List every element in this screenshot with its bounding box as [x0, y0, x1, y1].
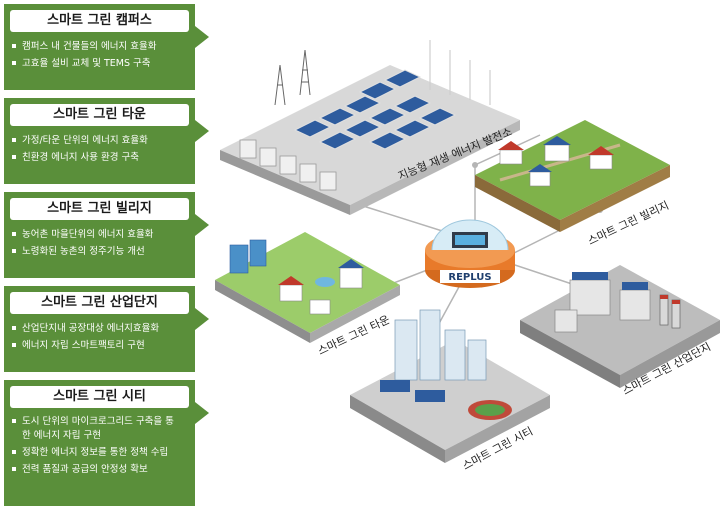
panel-title: 스마트 그린 산업단지	[10, 292, 189, 314]
list-item: 친환경 에너지 사용 환경 구축	[12, 149, 191, 166]
panel-campus: 스마트 그린 캠퍼스 캠퍼스 내 건물들의 에너지 효율화 고효율 설비 교체 …	[4, 4, 209, 90]
list-item: 정확한 에너지 정보를 통한 정책 수립	[12, 444, 191, 461]
list-item: 노령화된 농촌의 정주기능 개선	[12, 243, 191, 260]
city-platform	[350, 309, 550, 463]
power-plant-platform	[220, 40, 520, 215]
industrial-platform	[520, 265, 720, 388]
replus-hub: REPLUS	[425, 219, 515, 288]
energy-network-illustration: 지능형 재생 에너지 발전소 스마트 그린 빌리지 스마트 그린 타운	[215, 40, 720, 473]
list-item: 에너지 자립 스마트팩토리 구현	[12, 337, 191, 354]
panel-title: 스마트 그린 시티	[10, 386, 189, 408]
hub-label: REPLUS	[448, 272, 491, 283]
panel-town: 스마트 그린 타운 가정/타운 단위의 에너지 효율화 친환경 에너지 사용 환…	[4, 98, 209, 184]
list-item: 산업단지내 공장대상 에너지효율화	[12, 320, 191, 337]
panel-title: 스마트 그린 캠퍼스	[10, 10, 189, 32]
panel-city: 스마트 그린 시티 도시 단위의 마이크로그리드 구축을 통한 에너지 자립 구…	[4, 380, 209, 506]
panel-title: 스마트 그린 타운	[10, 104, 189, 126]
list-item: 고효율 설비 교체 및 TEMS 구축	[12, 55, 191, 72]
list-item: 농어촌 마을단위의 에너지 효율화	[12, 226, 191, 243]
panel-industrial: 스마트 그린 산업단지 산업단지내 공장대상 에너지효율화 에너지 자립 스마트…	[4, 286, 209, 372]
list-item: 전력 품질과 공급의 안정성 확보	[12, 461, 191, 478]
village-platform	[475, 120, 670, 232]
panel-village: 스마트 그린 빌리지 농어촌 마을단위의 에너지 효율화 노령화된 농촌의 정주…	[4, 192, 209, 278]
panel-title: 스마트 그린 빌리지	[10, 198, 189, 220]
town-platform	[215, 232, 400, 343]
list-item: 도시 단위의 마이크로그리드 구축을 통한 에너지 자립 구현	[12, 414, 182, 444]
list-item: 가정/타운 단위의 에너지 효율화	[12, 132, 191, 149]
list-item: 캠퍼스 내 건물들의 에너지 효율화	[12, 38, 191, 55]
